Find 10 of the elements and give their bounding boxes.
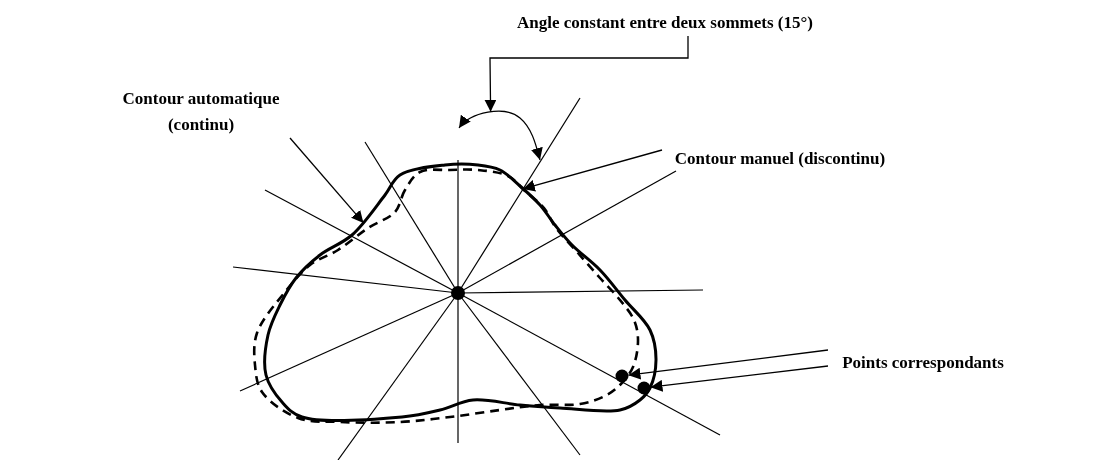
leader-arrow (484, 35, 689, 113)
callout-label: Angle constant entre deux sommets (15°) (505, 10, 825, 36)
callout-label: Contour manuel (discontinu) (660, 146, 900, 172)
leader-arrow (627, 349, 829, 380)
leader-arrow (289, 137, 365, 224)
callout-label: Contour automatique (continu) (112, 86, 290, 138)
callout-label: Points correspondants (828, 350, 1018, 376)
angle-arc (458, 110, 543, 161)
leader-arrow (649, 365, 829, 392)
leader-arrow (522, 149, 663, 192)
